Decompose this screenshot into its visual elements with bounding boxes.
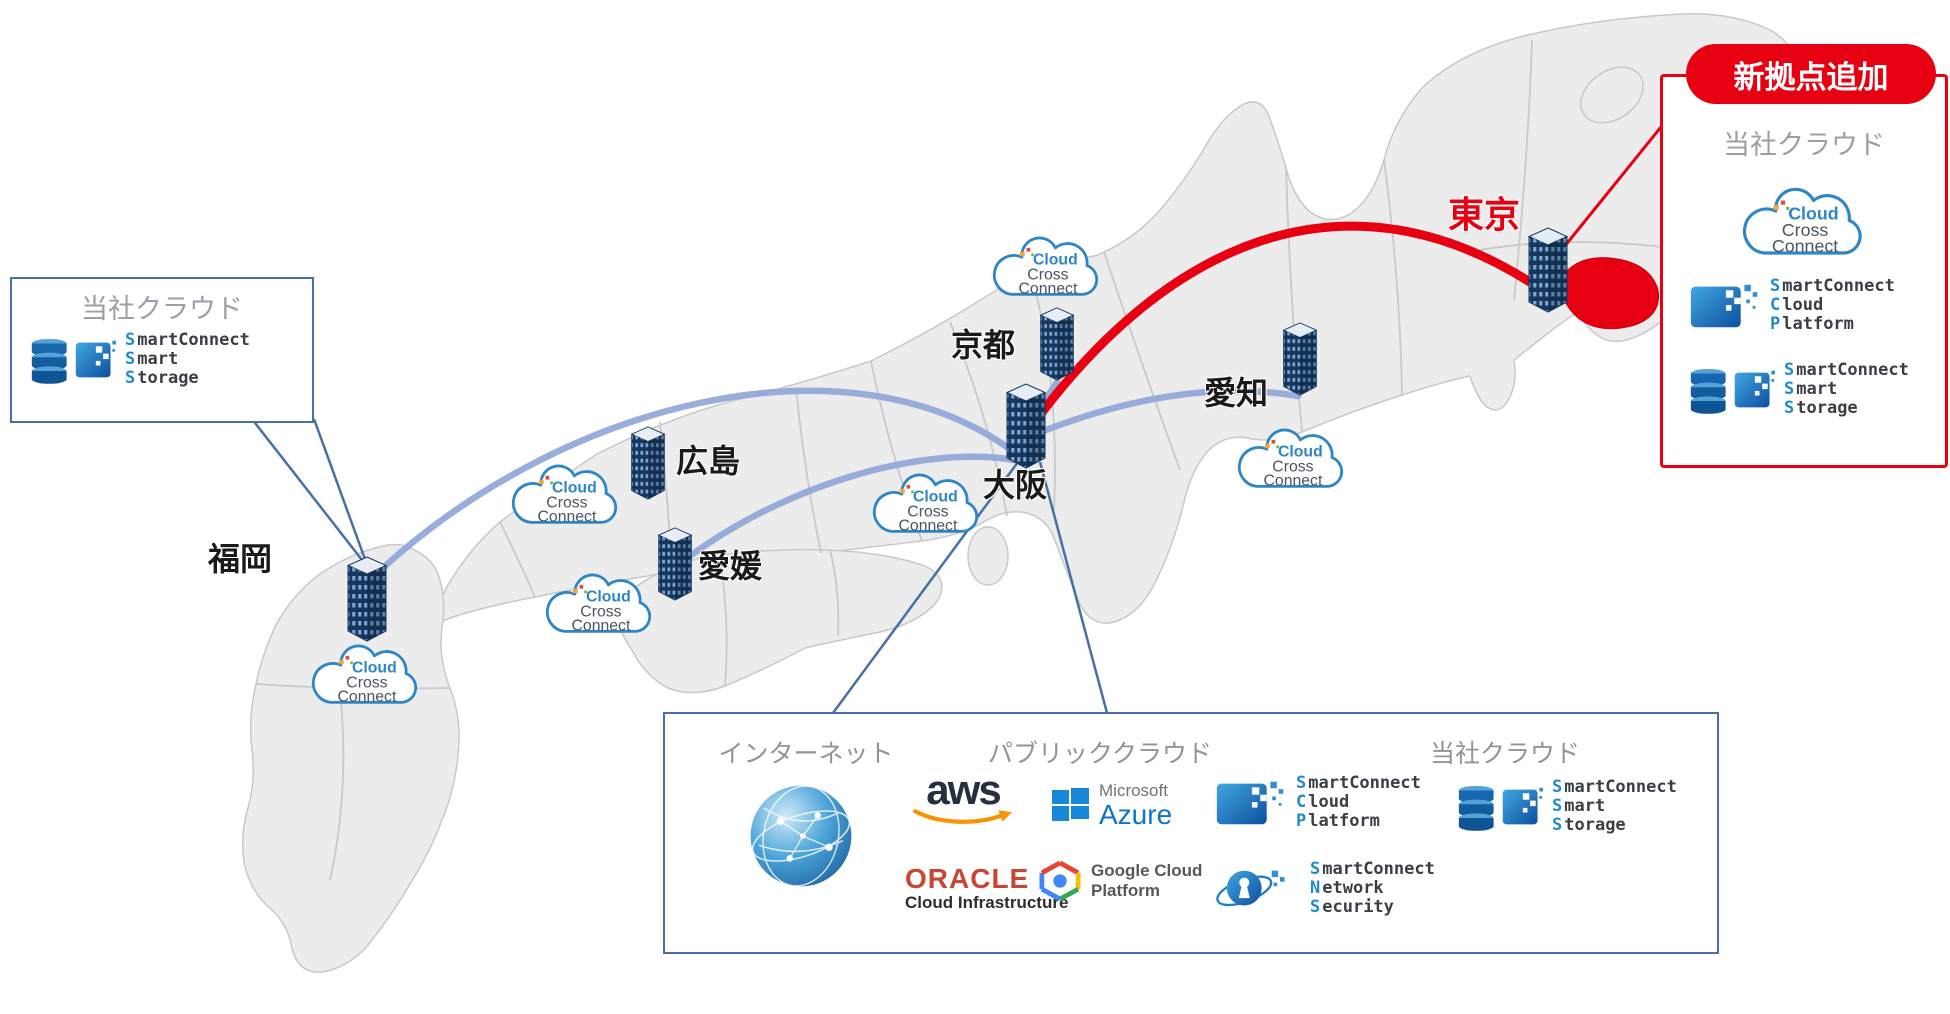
connection-lines bbox=[368, 378, 1302, 582]
internet-header: インターネット bbox=[718, 740, 894, 768]
city-label-kyoto: 京都 bbox=[951, 327, 1016, 363]
callout-bottom-b bbox=[1038, 461, 1109, 714]
cloud-platform-icon bbox=[1216, 781, 1284, 824]
network-security-icon bbox=[1215, 869, 1286, 912]
smart-storage-icon bbox=[1458, 785, 1543, 831]
shikoku bbox=[611, 548, 943, 694]
link-osaka-aichi bbox=[1042, 387, 1302, 434]
callout-lines bbox=[251, 418, 1109, 714]
ccc-logo-hiroshima bbox=[511, 464, 618, 527]
smart-storage-icon bbox=[1690, 368, 1775, 414]
city-label-tokyo: 東京 bbox=[1448, 194, 1521, 235]
ccc-logo-aichi bbox=[1237, 428, 1344, 491]
link-osaka-fukuoka bbox=[368, 387, 1018, 582]
our-cloud-header: 当社クラウド bbox=[1429, 740, 1580, 768]
building-icon-aichi bbox=[1283, 322, 1317, 396]
public-cloud-header: パブリッククラウド bbox=[987, 740, 1212, 768]
internet-globe-icon bbox=[745, 780, 857, 897]
cloud-platform-icon bbox=[1690, 284, 1758, 327]
city-label-fukuoka: 福岡 bbox=[208, 541, 273, 577]
panel-title: 当社クラウド bbox=[81, 294, 243, 324]
city-label-osaka: 大阪 bbox=[983, 467, 1048, 503]
landmass bbox=[241, 13, 1811, 973]
aws-smile-icon bbox=[913, 808, 1012, 824]
city-label-aichi: 愛知 bbox=[1204, 375, 1269, 411]
building-icon-kyoto bbox=[1040, 307, 1074, 381]
kyushu bbox=[241, 543, 460, 973]
azure-name-text: Azure bbox=[1099, 798, 1173, 830]
azure-window-icon bbox=[1052, 787, 1089, 821]
ccc-logo-ehime bbox=[545, 573, 652, 636]
panel-connections: インターネット パブリッククラウド aws bbox=[663, 712, 1719, 954]
oracle-wordmark: ORACLE bbox=[905, 863, 1030, 894]
ccc-logo-kyoto bbox=[992, 236, 1099, 299]
gcp-logo: Google Cloud Platform bbox=[1037, 860, 1202, 902]
callout-bottom-a bbox=[831, 461, 1020, 714]
new-site-badge: 新拠点追加 bbox=[1686, 44, 1936, 104]
callout-topleft-a bbox=[251, 418, 363, 561]
link-osaka-ehime bbox=[678, 453, 1018, 566]
ccc-logo-osaka bbox=[872, 473, 979, 536]
ccc-logo-new-site bbox=[1742, 187, 1862, 258]
gcp-hexagon-icon bbox=[1039, 860, 1081, 902]
city-label-hiroshima: 広島 bbox=[676, 443, 741, 479]
link-osaka-tokyo bbox=[1035, 221, 1550, 420]
sado-island bbox=[1580, 66, 1644, 124]
oracle-logo: ORACLE Cloud Infrastructure bbox=[905, 864, 1068, 913]
building-icon-fukuoka bbox=[347, 556, 387, 642]
gcp-name-text: Google Cloud bbox=[1091, 861, 1203, 881]
gcp-sub-text: Platform bbox=[1091, 881, 1160, 900]
oracle-sub-text: Cloud Infrastructure bbox=[905, 893, 1069, 913]
callout-topleft-b bbox=[312, 418, 368, 563]
azure-logo: Microsoft Azure bbox=[1051, 782, 1172, 829]
aws-logo: aws bbox=[903, 766, 1023, 834]
building-icon-tokyo bbox=[1528, 227, 1568, 313]
building-icon-osaka bbox=[1006, 383, 1046, 469]
panel-title: 当社クラウド bbox=[1723, 130, 1885, 160]
building-icon-hiroshima bbox=[631, 426, 665, 500]
building-icon-ehime bbox=[658, 527, 692, 601]
aws-wordmark: aws bbox=[926, 766, 1001, 813]
city-label-ehime: 愛媛 bbox=[698, 548, 763, 584]
chiba-highlight bbox=[1559, 257, 1660, 330]
awaji-island bbox=[967, 526, 1009, 586]
azure-brand-text: Microsoft bbox=[1099, 781, 1168, 800]
smart-storage-icon bbox=[31, 338, 116, 384]
